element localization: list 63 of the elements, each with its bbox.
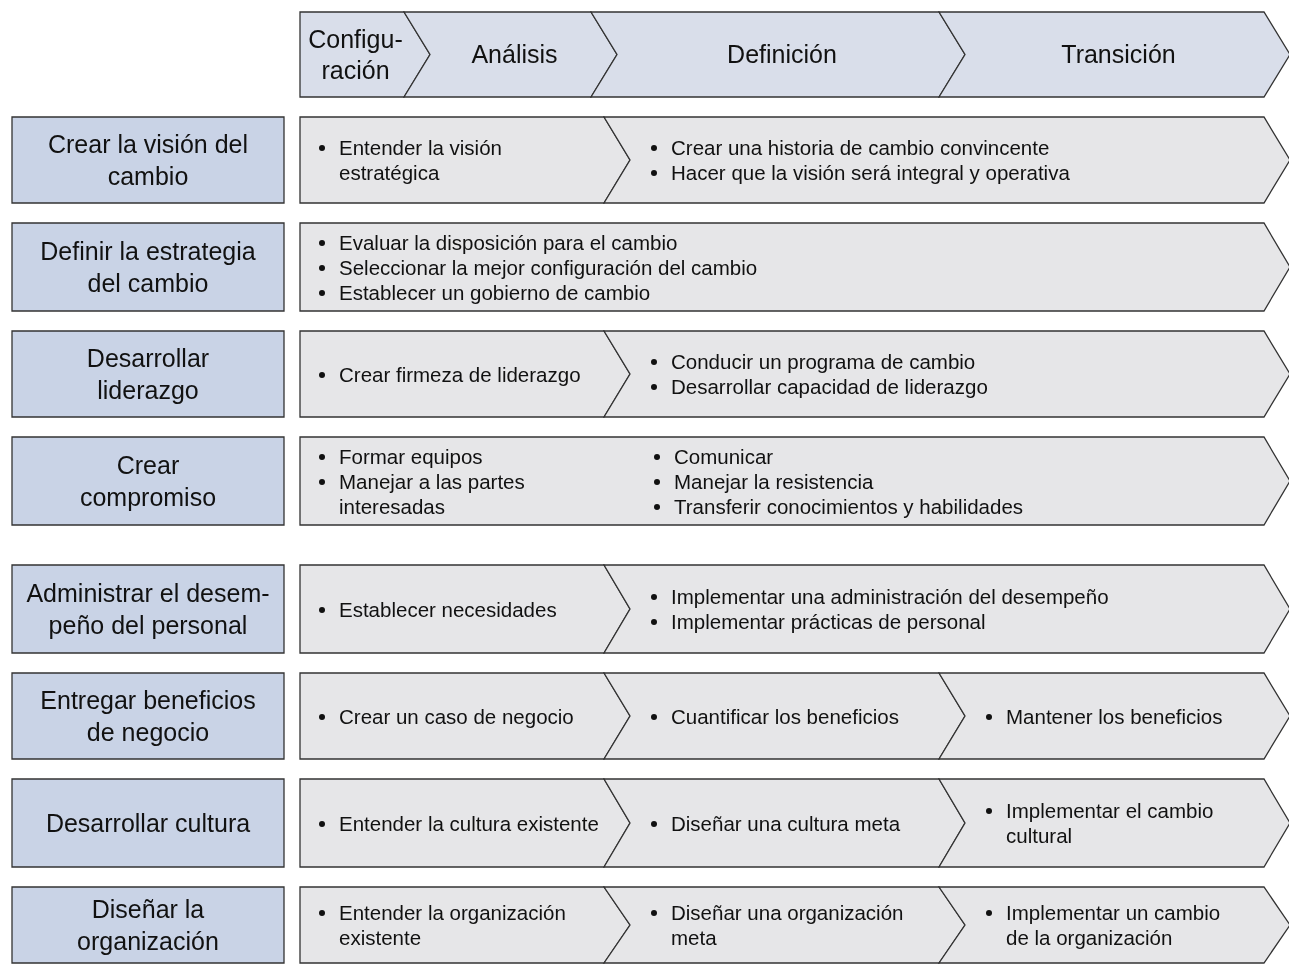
bullet-text: Implementar una administración del desempeño: [671, 584, 1109, 609]
bullet-text: Implementar un cambio de la organización: [1006, 900, 1222, 950]
activity-panel: [939, 673, 1289, 759]
phase-label: Configu-ración: [307, 23, 404, 86]
activity-panel: [939, 887, 1289, 963]
bullet-text: Hacer que la visión será integral y operativa: [671, 160, 1070, 185]
activity-panel: [300, 117, 630, 203]
phase-header-panel: [404, 12, 617, 97]
row-label-box: [12, 779, 284, 867]
row-label-box: [12, 223, 284, 311]
bullet-text: Diseñar una organización meta: [671, 900, 905, 950]
bullet-text: Cuantificar los beneficios: [671, 703, 899, 729]
activity-panel: [300, 437, 1289, 525]
row-label: Diseñar la organización: [76, 894, 220, 957]
row-label: Administrar el desem-peño del personal: [25, 578, 271, 641]
row-label-box: [12, 673, 284, 759]
bullet-text: Crear firmeza de liderazgo: [339, 361, 581, 387]
row-label: Desarrollar cultura: [45, 808, 251, 839]
bullet-text: Evaluar la disposición para el cambio: [339, 229, 678, 255]
row-label-box: [12, 331, 284, 417]
bullet-text: Entender la cultura existente: [339, 810, 599, 836]
phase-header-panel: [591, 12, 965, 97]
bullet-text: Mantener los beneficios: [1006, 703, 1223, 729]
bullet-text: Crear un caso de negocio: [339, 703, 574, 729]
bullet-text: Crear una historia de cambio convincente: [671, 135, 1050, 160]
activity-panel: [300, 887, 630, 963]
activity-panel: [300, 673, 630, 759]
row-label-box: [12, 887, 284, 963]
phase-header-panel: [939, 12, 1289, 97]
row-label-box: [12, 437, 284, 525]
activity-panel: [939, 779, 1289, 867]
row-label: Crear la visión del cambio: [46, 129, 250, 192]
row-label: Desarrollar liderazgo: [85, 343, 211, 406]
row-label-box: [12, 117, 284, 203]
activity-panel: [300, 565, 630, 653]
bullet-text: Seleccionar la mejor configuración del cambio: [339, 254, 758, 280]
activity-panel: [300, 223, 1289, 311]
activity-panel: [604, 673, 965, 759]
bullet-text: Establecer necesidades: [339, 596, 557, 622]
bullet-text: Implementar prácticas de personal: [671, 609, 986, 634]
bullet-text: Implementar el cambio cultural: [1006, 798, 1215, 848]
row-label-box: [12, 565, 284, 653]
bullet-text: Formar equipos: [339, 443, 483, 469]
bullet-text: Comunicar: [674, 443, 774, 469]
activity-panel: [300, 331, 630, 417]
phase-label: Definición: [726, 39, 838, 70]
bullet-text: Manejar a las partes interesadas: [339, 468, 526, 519]
row-label: Entregar beneficios de negocio: [39, 685, 257, 748]
bullet-text: Conducir un programa de cambio: [671, 349, 976, 374]
bullet-text: Entender la organización existente: [339, 900, 567, 950]
row-label: Crear compromiso: [78, 450, 218, 513]
activity-panel: [604, 779, 965, 867]
bullet-text: Transferir conocimientos y habilidades: [674, 493, 1024, 519]
activity-panel: [300, 779, 630, 867]
bullet-text: Desarrollar capacidad de liderazgo: [671, 374, 988, 399]
phase-label: Transición: [1060, 39, 1177, 70]
activity-panel: [604, 887, 965, 963]
bullet-text: Entender la visión estratégica: [339, 135, 503, 185]
row-label: Definir la estrategia del cambio: [39, 236, 257, 299]
phase-label: Análisis: [470, 39, 559, 70]
bullet-text: Manejar la resistencia: [674, 468, 874, 494]
bullet-text: Diseñar una cultura meta: [671, 810, 901, 836]
bullet-text: Establecer un gobierno de cambio: [339, 279, 651, 305]
